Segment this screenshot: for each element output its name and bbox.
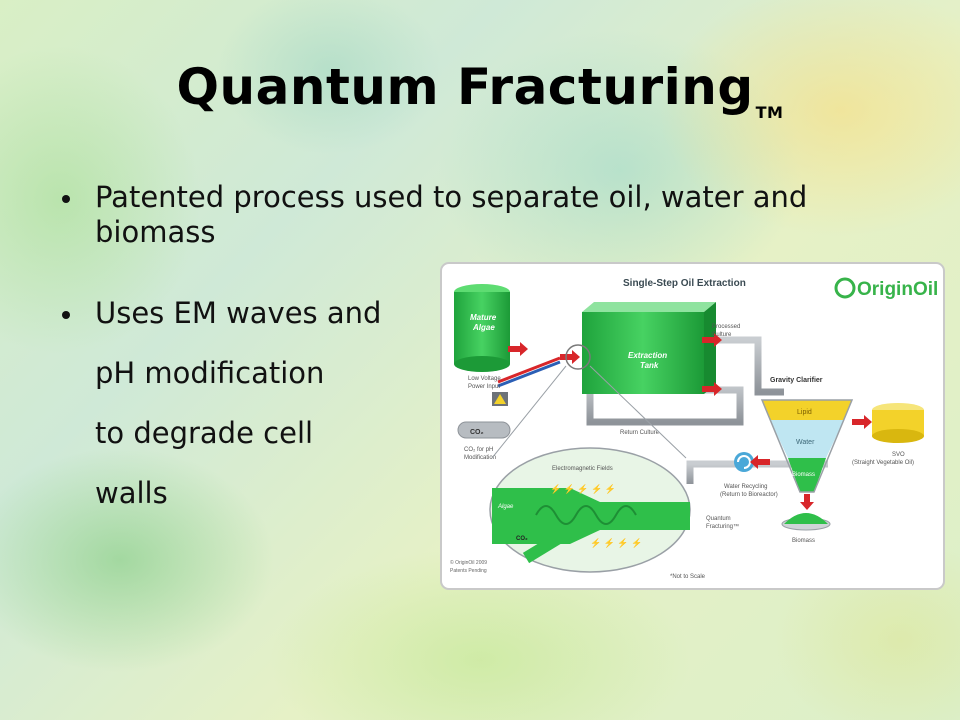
flow-arrow-icon [702,382,722,396]
gravity-clarifier-cone-icon [760,399,854,493]
mature-algae-tank-icon [454,284,510,372]
biomass-label: Biomass [792,538,815,544]
flow-arrow-icon [702,333,722,347]
mature-algae-label: Mature [470,313,497,322]
trademark-mark: TM [755,103,784,122]
electromagnetic-fields-label: Electromagnetic Fields [552,466,613,472]
flow-arrow-icon [852,415,872,429]
processed-culture-label: Culture [712,332,732,338]
svo-tank-icon [872,403,924,443]
flow-arrow-icon [508,342,528,356]
water-label: Water [796,439,815,446]
diagram-heading: Single-Step Oil Extraction [623,278,746,289]
pipe-network [502,336,874,484]
co2-pipe-label: CO₂ [516,536,528,542]
recycle-icon [734,452,754,472]
not-to-scale-label: *Not to Scale [670,574,706,580]
process-diagram-svg: Single-Step Oil Extraction OriginOil [440,262,945,590]
biomass-cone-label: Biomass [792,472,815,478]
flow-arrow-icon [800,494,814,510]
bullet-text: Patented process used to separate oil, w… [95,180,808,249]
extraction-tank-label: Extraction [628,351,667,360]
quantum-fracturing-detail-icon: ⚡ ⚡ ⚡ ⚡ ⚡ ⚡ ⚡ ⚡ ⚡ [489,447,691,573]
process-diagram: Single-Step Oil Extraction OriginOil [440,262,945,590]
bullet-continuation: to degrade cell [95,416,314,450]
water-recycling-label: Water Recycling [724,484,767,490]
co2-ph-label: CO₂ for pH [464,447,493,453]
svo-label: SVO [892,452,905,458]
bullet-continuation: walls [95,476,168,510]
copyright-label: © OriginOil 2009 [450,559,487,566]
lipid-label: Lipid [797,409,812,416]
zoom-circle-icon [565,344,591,370]
flow-arrow-icon [560,350,580,364]
warning-icon [494,394,506,404]
bullet-continuation: pH modification [95,356,325,390]
quantum-fracturing-label: Quantum [706,516,731,522]
logo-text: OriginOil [857,279,938,300]
processed-culture-label: Processed [712,324,740,330]
copyright-label: Patents Pending [450,568,487,574]
flow-arrow-icon [750,455,770,469]
mature-algae-label: Algae [472,323,495,332]
extraction-tank-label: Tank [640,361,659,370]
originoil-logo-icon: OriginOil [834,277,938,300]
bullet-dot-icon [62,311,70,319]
low-voltage-label: Low Voltage [468,376,501,382]
co2-cylinder-icon [457,421,511,439]
low-voltage-label: Power Input [468,384,500,390]
bullet-item: Uses EM waves and [62,296,381,331]
biomass-bowl-icon [781,513,831,531]
co2-label: CO₂ [470,429,484,436]
return-culture-label: Return Culture [620,430,660,436]
svg-text:⚡ ⚡ ⚡ ⚡: ⚡ ⚡ ⚡ ⚡ [590,537,642,549]
title-text: Quantum Fracturing [176,58,754,116]
algae-label: Algae [497,504,514,510]
co2-ph-label: Modification [464,455,496,461]
gravity-clarifier-label: Gravity Clarifier [770,377,823,384]
water-recycling-label: (Return to Bioreactor) [720,492,778,498]
quantum-fracturing-label: Fracturing™ [706,523,739,530]
bullet-dot-icon [62,195,70,203]
bullet-text: Uses EM waves and [95,296,382,330]
bullet-item: Patented process used to separate oil, w… [62,180,915,250]
svg-text:⚡ ⚡ ⚡ ⚡ ⚡: ⚡ ⚡ ⚡ ⚡ ⚡ [550,483,616,495]
svo-label: (Straight Vegetable Oil) [852,460,914,466]
extraction-tank-icon [582,302,716,394]
